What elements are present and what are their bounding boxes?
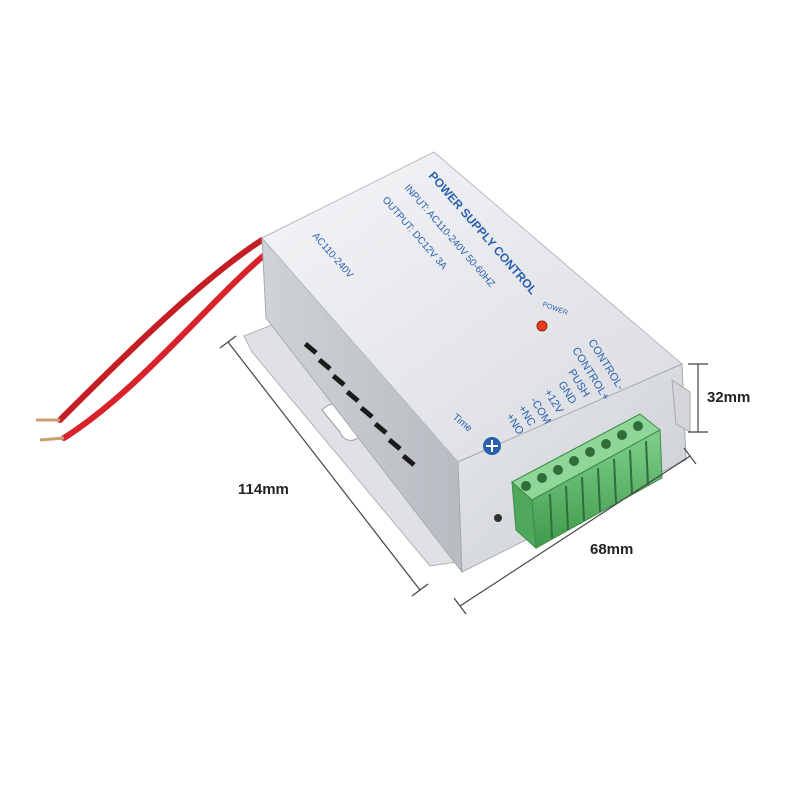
dimension-line-width xyxy=(453,447,697,615)
dimension-width-label: 68mm xyxy=(590,541,634,558)
dimension-height-label: 32mm xyxy=(707,389,751,406)
time-adjust-knob-icon xyxy=(483,437,501,455)
dimension-length-label: 114mm xyxy=(238,481,289,498)
red-wires xyxy=(36,237,271,442)
dimension-line-length xyxy=(219,335,429,597)
power-led-icon xyxy=(536,320,548,332)
vent-slots xyxy=(303,341,416,467)
side-hole-icon xyxy=(494,514,502,522)
terminal-block xyxy=(511,413,663,550)
dimension-line-height xyxy=(688,363,708,433)
